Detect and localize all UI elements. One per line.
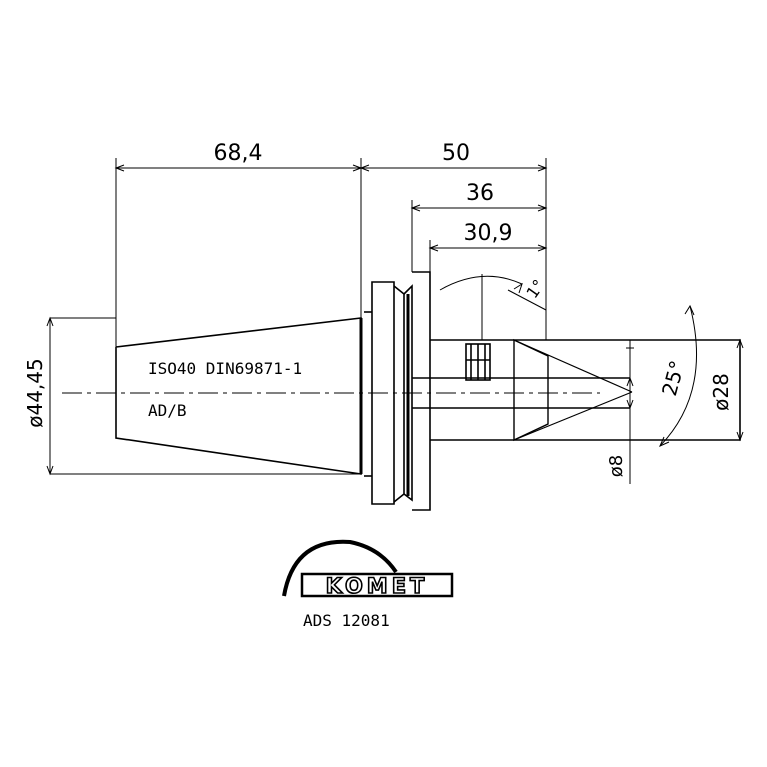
logo-arc <box>282 539 398 597</box>
flange <box>371 281 395 505</box>
dim-68-4: 68,4 <box>214 141 263 166</box>
main-body <box>430 339 741 441</box>
code-annotation: AD/B <box>148 401 187 420</box>
dim-dia-44-45: ø44,45 <box>23 358 47 428</box>
dim-angle-small: 1° <box>522 276 548 302</box>
dim-50: 50 <box>442 141 470 166</box>
komet-logo: KOMET <box>282 539 454 599</box>
dim-36: 36 <box>466 181 494 206</box>
dim-dia-8: ø8 <box>606 455 627 477</box>
angle-arc-small <box>439 275 523 291</box>
taper-cone <box>115 317 362 475</box>
v-groove <box>393 285 405 503</box>
tool-holder-outline <box>115 271 741 511</box>
dim-dia-28: ø28 <box>709 373 733 411</box>
angle-arc-25 <box>659 305 698 447</box>
dim-angle-25: 25° <box>657 358 689 398</box>
dimension-lines <box>46 158 744 484</box>
dim-30-9: 30,9 <box>464 221 513 246</box>
logo-brand-text: KOMET <box>326 574 429 598</box>
part-number: ADS 12081 <box>303 611 390 630</box>
clamp-screw <box>465 343 491 381</box>
collar <box>412 271 431 511</box>
spec-annotation: ISO40 DIN69871-1 <box>148 359 302 378</box>
